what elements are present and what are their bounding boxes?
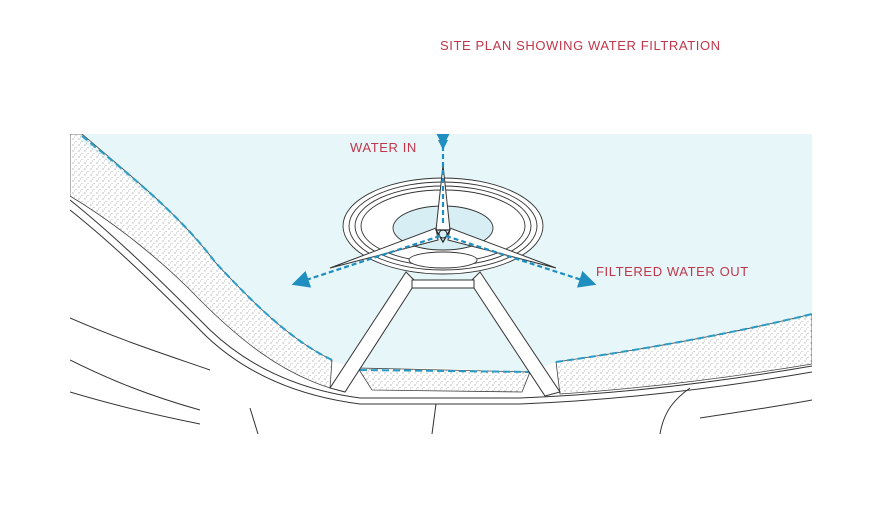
water-in-arrowhead [438, 140, 448, 150]
diagram-title: SITE PLAN SHOWING WATER FILTRATION [440, 38, 721, 53]
water-edge-dashed [81, 135, 333, 361]
filtered-out-arrow-right [445, 234, 597, 288]
pier-structure [329, 271, 561, 397]
filtered-water-out-label: FILTERED WATER OUT [596, 264, 749, 279]
road-lines [70, 199, 812, 434]
filtered-out-arrow-left [291, 234, 441, 288]
right-bank-planting [555, 313, 812, 395]
flow-arrows [291, 134, 597, 288]
water-in-label: WATER IN [350, 140, 417, 155]
